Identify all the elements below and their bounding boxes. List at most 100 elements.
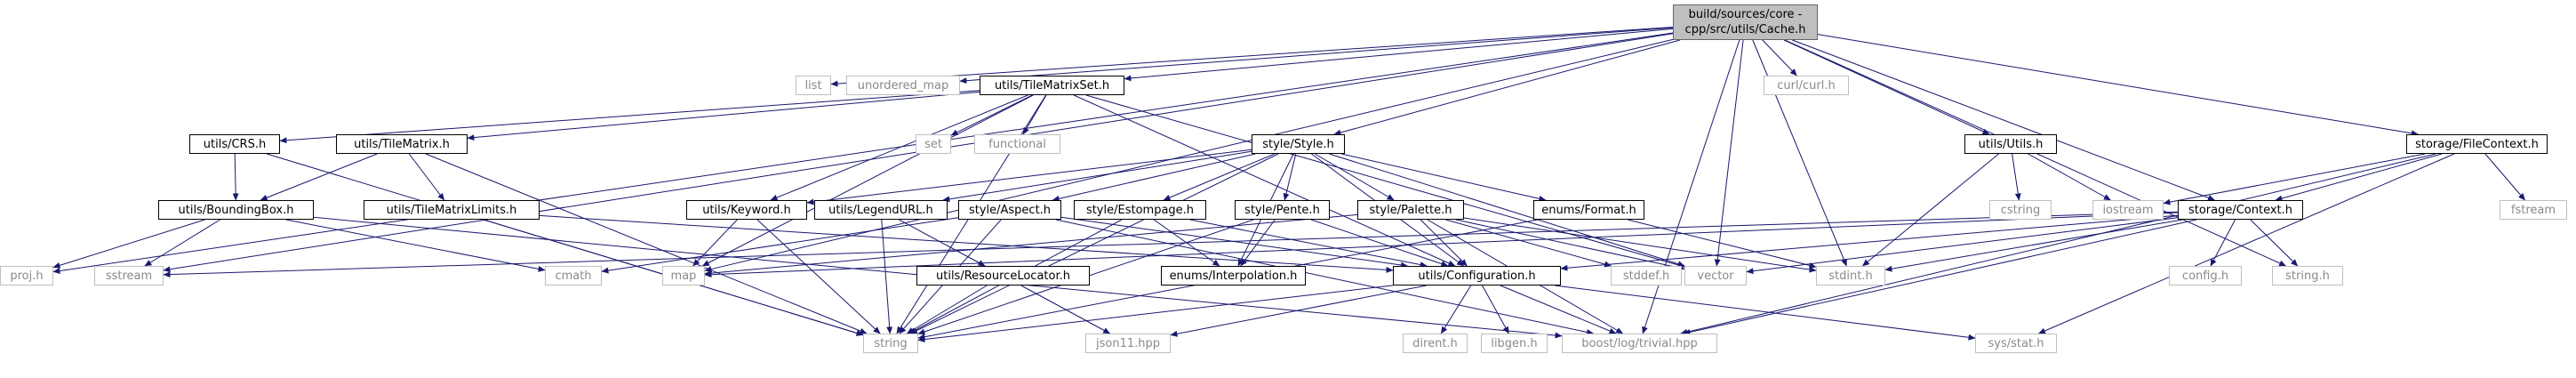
node-unordered-map: unordered_map [846,76,960,95]
node-dirent: dirent.h [1403,334,1468,353]
edge-context-to-stdint [1884,219,2183,272]
edge-style-to-estompage [1163,153,1276,201]
node-stdint: stdint.h [1816,266,1885,286]
node-sstream: sstream [94,266,164,286]
node-filecontext[interactable]: storage/FileContext.h [2406,134,2548,154]
edge-configuration-to-sysstat [1555,285,1976,341]
node-stddef: stddef.h [1611,266,1682,286]
edge-cache-to-filecontext [1817,34,2419,137]
node-fstream: fstream [2500,200,2567,220]
edge-cache-to-utils_utils [1783,39,1990,135]
edge-keyword-to-string [756,219,881,334]
edge-cache-to-style [1333,39,1681,136]
edge-filecontext-to-context [2275,153,2443,202]
edge-configuration-to-string [917,285,1394,343]
edge-boundingbox-to-cmath [285,219,546,272]
node-cmath: cmath [545,266,602,286]
edge-configuration-to-dirent [1440,285,1472,334]
edge-tilematrix-to-boundingbox [260,153,378,201]
node-string-h: string.h [2272,266,2343,286]
node-crs[interactable]: utils/CRS.h [189,134,280,154]
edge-filecontext-to-sysstat [2038,153,2455,334]
edge-tilematrix-to-string [425,153,868,334]
edge-style-to-format [1340,153,1547,202]
edge-aspect-to-cmath [601,217,959,274]
node-utils-utils[interactable]: utils/Utils.h [1964,134,2057,154]
edge-filecontext-to-boostlog [1680,153,2436,335]
edge-style-to-legendurl [942,150,1252,203]
edge-palette-to-map [704,213,1358,277]
edge-tilematrixset-to-functional [1022,94,1047,135]
edge-utils_utils-to-iostream [2028,153,2111,201]
edge-crs-to-boundingbox [232,153,239,201]
edge-style-to-keyword [806,149,1252,205]
node-interpolation[interactable]: enums/Interpolation.h [1161,266,1306,286]
node-palette[interactable]: style/Palette.h [1357,200,1464,220]
edge-palette-to-stdint [1463,217,1817,273]
edge-context-to-configuration [1560,214,2179,271]
node-tilematrixset[interactable]: utils/TileMatrixSet.h [980,76,1124,95]
node-functional: functional [974,134,1060,154]
edge-cache-to-list [830,27,1674,87]
edge-legendurl-to-resourcelocator [899,219,986,267]
edge-resourcelocator-to-string [906,285,988,334]
edge-cache-to-tilematrixset [1124,28,1674,82]
edge-style-to-string [910,153,1279,334]
edge-configuration-to-json11 [1170,285,1427,337]
edge-tilematrixset-to-vector [1085,94,1685,269]
node-context[interactable]: storage/Context.h [2178,200,2303,220]
edge-format-to-stdint [1628,219,1817,269]
edge-aspect-to-boostlog [1055,219,1594,335]
edge-context-to-map [704,212,2179,278]
edge-context-to-boostlog [1683,219,2197,335]
edge-tilematrixset-to-crs [279,90,980,144]
edge-utils_utils-to-stdint [1862,153,1999,267]
node-aspect[interactable]: style/Aspect.h [958,200,1061,220]
node-boundingbox[interactable]: utils/BoundingBox.h [158,200,314,220]
node-tilematrixlimits[interactable]: utils/TileMatrixLimits.h [364,200,540,220]
node-libgen: libgen.h [1481,334,1548,353]
edge-tilematrixset-to-tilematrix [467,91,980,141]
node-tilematrix[interactable]: utils/TileMatrix.h [336,134,468,154]
edge-tilematrix-to-tilematrixlimits [408,153,445,201]
edge-context-to-vector [1746,217,2179,275]
node-proj: proj.h [0,266,53,286]
edge-utils_utils-to-cstring [2012,153,2021,201]
node-config-h: config.h [2169,266,2242,286]
edge-legendurl-to-string [881,219,893,334]
node-boostlog: boost/log/trivial.hpp [1562,334,1717,353]
node-configuration[interactable]: utils/Configuration.h [1393,266,1561,286]
edge-cache-to-proj [52,32,1674,274]
edge-tilematrixset-to-configuration [1073,94,1456,267]
edge-cache-to-unordered_map [959,27,1674,84]
edge-palette-to-stddef [1445,219,1612,268]
edge-configuration-to-libgen [1482,285,1509,334]
node-json11: json11.hpp [1085,334,1171,353]
node-style[interactable]: style/Style.h [1252,134,1345,154]
edge-cache-to-vector [1714,39,1744,267]
edge-filecontext-to-iostream [2163,153,2426,205]
node-vector: vector [1684,266,1747,286]
node-estompage[interactable]: style/Estompage.h [1074,200,1206,220]
edge-configuration-to-boostlog [1500,285,1617,334]
edge-cache-to-context [1792,39,2215,201]
node-iostream: iostream [2092,200,2164,220]
edge-style-to-palette [1315,153,1395,201]
edge-context-to-string_h [2250,219,2299,267]
node-keyword[interactable]: utils/Keyword.h [686,200,807,220]
edge-context-to-config_h [2210,219,2236,267]
edge-context-to-sstream [163,211,2179,278]
edge-palette-to-configuration [1420,219,1468,267]
edge-filecontext-to-fstream [2484,153,2525,201]
node-pente[interactable]: style/Pente.h [1235,200,1330,220]
node-cache[interactable]: build/sources/core -cpp/src/utils/Cache.… [1673,4,1818,40]
node-set: set [916,134,951,154]
node-format[interactable]: enums/Format.h [1533,200,1644,220]
edge-style-to-vector [1329,153,1685,268]
edge-tilematrixset-to-map [701,94,1034,267]
node-resourcelocator[interactable]: utils/ResourceLocator.h [916,266,1090,286]
node-legendurl[interactable]: utils/LegendURL.h [814,200,948,220]
node-curl: curl/curl.h [1764,76,1849,95]
node-cstring: cstring [1989,200,2052,220]
